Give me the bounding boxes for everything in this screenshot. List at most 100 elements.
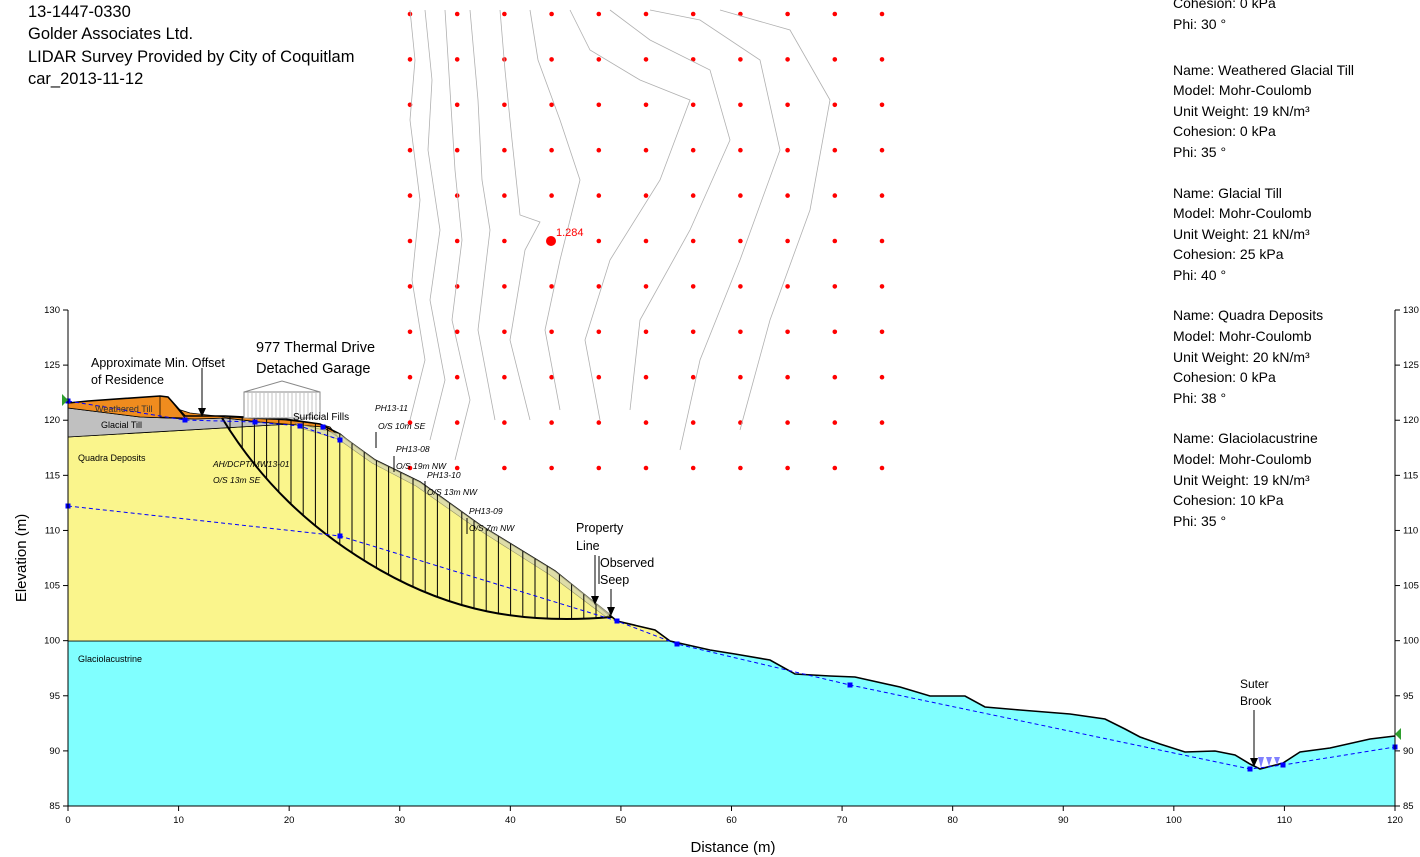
piezo-node — [847, 682, 853, 688]
grid-point — [690, 238, 696, 244]
piezo-node — [337, 437, 343, 443]
water-marker — [1274, 757, 1280, 765]
grid-point — [832, 420, 838, 425]
slip-centre-grid — [407, 11, 885, 471]
grid-point — [879, 465, 885, 471]
grid-point — [502, 11, 507, 17]
grid-point — [596, 11, 602, 17]
grid-point — [879, 11, 885, 17]
factor-of-safety-label: 1.284 — [556, 227, 584, 239]
grid-point — [502, 238, 507, 244]
garage-label-1: 977 Thermal Drive — [256, 340, 375, 356]
grid-point — [549, 102, 554, 108]
grid-point — [738, 465, 743, 471]
x-tick-label: 70 — [837, 815, 848, 826]
grid-point — [596, 147, 602, 153]
grid-point — [502, 284, 507, 289]
grid-point — [549, 374, 554, 380]
legend-weathered-till-name: Name: Weathered Glacial Till — [1173, 62, 1355, 78]
soil-layers — [67, 395, 1396, 807]
grid-point — [785, 11, 790, 17]
legend-glaciolacustrine-name: Name: Glaciolacustrine — [1173, 430, 1318, 446]
borehole-01: AH/DCPT/MW13-01 O/S 13m SE — [212, 459, 290, 485]
grid-point — [832, 374, 838, 380]
grid-point — [785, 57, 790, 62]
grid-point — [832, 465, 838, 471]
grid-point — [407, 420, 413, 425]
y-tick-label-right: 85 — [1403, 801, 1414, 812]
grid-point — [549, 465, 554, 471]
grid-point — [407, 238, 413, 244]
grid-point — [738, 102, 743, 108]
legend-fills-phi: Phi: 30 ° — [1173, 16, 1227, 32]
grid-point — [832, 102, 838, 108]
grid-point — [690, 284, 696, 289]
grid-point — [690, 193, 696, 198]
grid-point — [407, 147, 413, 153]
borehole-offset: O/S 13m NW — [427, 487, 478, 497]
grid-point — [643, 329, 649, 335]
y-tick-label: 125 — [44, 360, 60, 371]
grid-point — [596, 374, 602, 380]
grid-point — [643, 420, 649, 425]
grid-point — [879, 193, 885, 198]
y-tick-label: 130 — [44, 305, 60, 316]
legend-fills-cohesion: Cohesion: 0 kPa — [1173, 0, 1276, 11]
grid-point — [738, 374, 743, 380]
y-tick-label-right: 115 — [1403, 470, 1418, 481]
glaciolacustrine-layer — [67, 640, 1396, 807]
x-tick-label: 80 — [947, 815, 958, 826]
suter-brook-label-2: Brook — [1240, 694, 1272, 708]
garage-label-2: Detached Garage — [256, 361, 370, 377]
grid-point — [785, 465, 790, 471]
grid-point — [407, 465, 413, 471]
grid-point — [407, 374, 413, 380]
surficial-fills-label: Surficial Fills — [293, 412, 349, 423]
grid-point — [596, 329, 602, 335]
grid-point — [596, 57, 602, 62]
grid-point — [643, 11, 649, 17]
min-offset-label-1: Approximate Min. Offset — [91, 356, 225, 370]
y-tick-label-right: 110 — [1403, 525, 1418, 536]
borehole-id: PH13-10 — [427, 470, 461, 480]
x-tick-label: 20 — [284, 815, 295, 826]
left-boundary-marker — [62, 394, 68, 406]
grid-point — [690, 329, 696, 335]
y-tick-label-right: 120 — [1403, 415, 1419, 426]
grid-point — [407, 329, 413, 335]
grid-point — [738, 147, 743, 153]
grid-point — [785, 193, 790, 198]
suter-brook-arrowhead — [1250, 758, 1258, 767]
grid-point — [549, 147, 554, 153]
y-tick-label: 115 — [45, 470, 60, 481]
weathered-till-cap — [159, 395, 186, 419]
grid-point — [407, 57, 413, 62]
legend-quadra-model: Model: Mohr-Coulomb — [1173, 328, 1312, 344]
grid-point — [832, 284, 838, 289]
borehole-offset: O/S 10m SE — [378, 421, 426, 431]
grid-point — [738, 284, 743, 289]
grid-point — [832, 11, 838, 17]
fs-contour — [649, 9, 781, 451]
x-tick-label: 30 — [394, 815, 405, 826]
grid-point — [454, 11, 460, 17]
grid-point — [832, 147, 838, 153]
x-tick-label: 100 — [1166, 815, 1182, 826]
grid-point — [879, 374, 885, 380]
piezo-node — [252, 419, 258, 425]
x-tick-label: 60 — [726, 815, 737, 826]
glacial-till-label: Glacial Till — [101, 420, 142, 430]
grid-point — [738, 193, 743, 198]
y-tick-label-right: 100 — [1403, 636, 1419, 647]
fs-contour — [424, 9, 446, 441]
critical-centre-marker — [546, 236, 556, 246]
seep-arrowhead — [607, 607, 615, 616]
grid-point — [549, 11, 554, 17]
fs-contour — [409, 9, 426, 421]
garage-roof — [243, 380, 321, 393]
grid-point — [643, 374, 649, 380]
borehole-id: AH/DCPT/MW13-01 — [212, 459, 290, 469]
y-axis-label: Elevation (m) — [13, 514, 30, 602]
garage-siding — [247, 393, 317, 417]
legend-quadra-phi: Phi: 38 ° — [1173, 390, 1227, 406]
